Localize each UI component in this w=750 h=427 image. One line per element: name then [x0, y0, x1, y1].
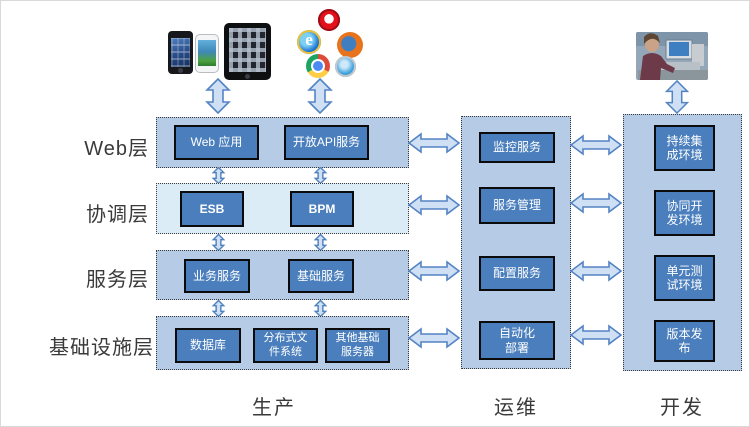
node-monitoring-service: 监控服务	[479, 132, 555, 163]
node-business-service: 业务服务	[184, 259, 250, 293]
ops-dev-arrow-4	[570, 324, 622, 346]
node-web-app: Web 应用	[174, 125, 259, 160]
node-distributed-fs: 分布式文件系统	[253, 328, 318, 363]
operations-column-box: 监控服务 服务管理 配置服务 自动化部署	[461, 116, 571, 369]
browsers-to-web-arrow	[307, 78, 333, 114]
node-basic-service: 基础服务	[288, 259, 354, 293]
coordination-service-arrow-right	[313, 234, 328, 251]
prod-ops-arrow-4	[408, 327, 460, 349]
infrastructure-layer-box: 数据库 分布式文件系统 其他基础服务器	[156, 316, 409, 370]
column-label-production: 生产	[252, 397, 296, 419]
web-coordination-arrow-right	[313, 167, 328, 184]
layer-label-web: Web层	[84, 138, 149, 160]
service-infra-arrow-left	[211, 300, 226, 317]
internet-explorer-icon	[297, 28, 321, 54]
node-config-service: 配置服务	[479, 256, 555, 291]
coordination-service-arrow-left	[211, 234, 226, 251]
prod-ops-arrow-2	[408, 194, 460, 216]
web-layer-box: Web 应用 开放API服务	[156, 117, 409, 168]
node-auto-deploy: 自动化部署	[479, 321, 555, 360]
node-unit-test-env: 单元测试环境	[654, 255, 715, 301]
layer-label-service: 服务层	[86, 269, 149, 291]
ipad-icon	[224, 23, 271, 80]
node-bpm: BPM	[290, 191, 354, 227]
layer-label-infrastructure: 基础设施层	[49, 337, 154, 359]
layer-label-coordination: 协调层	[86, 204, 149, 226]
developer-to-dev-arrow	[664, 80, 690, 114]
node-database: 数据库	[175, 328, 241, 363]
prod-ops-arrow-3	[408, 260, 460, 282]
column-label-operations: 运维	[494, 397, 538, 419]
ops-dev-arrow-3	[570, 260, 622, 282]
opera-icon	[318, 9, 340, 31]
node-service-management: 服务管理	[479, 187, 555, 224]
android-phone-icon	[195, 34, 219, 73]
safari-icon	[335, 56, 356, 77]
chrome-icon	[306, 54, 330, 78]
developer-photo	[636, 32, 708, 80]
development-column-box: 持续集成环境 协同开发环境 单元测试环境 版本发布	[623, 114, 742, 371]
coordination-layer-box: ESB BPM	[156, 183, 409, 234]
service-infra-arrow-right	[313, 300, 328, 317]
node-open-api: 开放API服务	[284, 125, 369, 160]
column-label-development: 开发	[660, 397, 704, 419]
node-release: 版本发布	[654, 320, 715, 362]
service-layer-box: 业务服务 基础服务	[156, 250, 409, 300]
device-icons-group	[167, 23, 271, 80]
node-collab-dev-env: 协同开发环境	[654, 190, 715, 236]
firefox-icon	[337, 32, 363, 58]
iphone-icon	[168, 31, 193, 74]
devices-to-web-arrow	[205, 78, 231, 114]
browser-icons-group	[297, 9, 369, 78]
web-coordination-arrow-left	[211, 167, 226, 184]
node-ci-env: 持续集成环境	[654, 125, 715, 171]
prod-ops-arrow-1	[408, 132, 460, 154]
node-other-servers: 其他基础服务器	[325, 328, 390, 363]
node-esb: ESB	[180, 191, 244, 227]
ops-dev-arrow-1	[570, 134, 622, 156]
ops-dev-arrow-2	[570, 192, 622, 214]
